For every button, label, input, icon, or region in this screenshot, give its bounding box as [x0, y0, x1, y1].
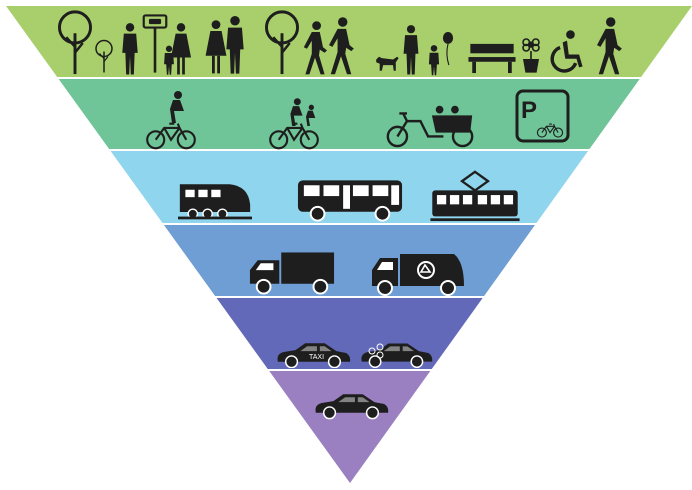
shared-car-icon	[360, 342, 434, 368]
tier-band-2	[58, 79, 640, 149]
parking-letter: P	[521, 97, 537, 124]
tier-private-car	[269, 371, 431, 483]
tier-band-6	[269, 371, 431, 483]
tier-shared-cars: TAXI	[216, 298, 483, 369]
tier-public-transport	[110, 151, 589, 223]
tier-band-4	[163, 225, 535, 296]
taxi-icon: TAXI	[276, 342, 351, 368]
bike-parking-icon: P	[515, 89, 570, 143]
taxi-label: TAXI	[309, 354, 324, 361]
tier-cycling: P	[58, 79, 640, 150]
tier-freight	[163, 225, 535, 296]
tier-pedestrians	[6, 6, 692, 77]
